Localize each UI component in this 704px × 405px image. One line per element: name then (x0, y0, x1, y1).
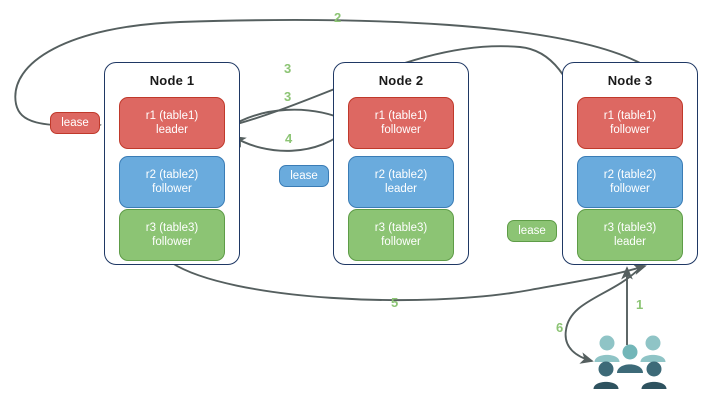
step-label-4: 4 (285, 131, 293, 146)
step-label-3-lower: 3 (284, 89, 292, 104)
replica-name: r3 (table3) (603, 222, 657, 234)
replica-r3[interactable]: r3 (table3) follower (119, 209, 225, 261)
replica-r2[interactable]: r2 (table2) follower (119, 156, 225, 208)
replica-role: leader (614, 236, 646, 248)
step-label-2: 2 (334, 10, 342, 25)
lease-badge-r2[interactable]: lease (279, 165, 329, 187)
node-title: Node 2 (378, 73, 424, 88)
replica-role: follower (152, 183, 192, 195)
node-card-node2[interactable]: Node 2 r1 (table1) follower r2 (table2) … (333, 62, 469, 265)
replica-r3[interactable]: r3 (table3) follower (348, 209, 454, 261)
replica-name: r2 (table2) (374, 169, 428, 181)
replica-r2[interactable]: r2 (table2) follower (577, 156, 683, 208)
replica-name: r1 (table1) (374, 110, 428, 122)
step-label-6: 6 (556, 320, 564, 335)
node-title: Node 3 (607, 73, 653, 88)
replica-name: r2 (table2) (603, 169, 657, 181)
replica-role: leader (156, 124, 188, 136)
node-card-node1[interactable]: Node 1 r1 (table1) leader r2 (table2) fo… (104, 62, 240, 265)
node-title: Node 1 (149, 73, 195, 88)
people-group-icon (593, 335, 667, 389)
replica-name: r3 (table3) (374, 222, 428, 234)
replica-role: leader (385, 183, 417, 195)
lease-label: lease (518, 225, 546, 237)
replica-role: follower (610, 183, 650, 195)
replica-name: r1 (table1) (145, 110, 199, 122)
edge-5 (171, 262, 647, 302)
edge-3-node2 (227, 108, 350, 129)
edge-2 (14, 19, 641, 132)
replica-name: r1 (table1) (603, 110, 657, 122)
replica-name: r2 (table2) (145, 169, 199, 181)
replica-role: follower (381, 236, 421, 248)
replica-r1[interactable]: r1 (table1) follower (577, 97, 683, 149)
step-label-1: 1 (636, 297, 644, 312)
replica-r1[interactable]: r1 (table1) follower (348, 97, 454, 149)
replica-r3[interactable]: r3 (table3) leader (577, 209, 683, 261)
replica-role: follower (381, 124, 421, 136)
lease-badge-r3[interactable]: lease (507, 220, 557, 242)
node-card-node3[interactable]: Node 3 r1 (table1) follower r2 (table2) … (562, 62, 698, 265)
replica-name: r3 (table3) (145, 222, 199, 234)
lease-badge-r1[interactable]: lease (50, 112, 100, 134)
replica-r2[interactable]: r2 (table2) leader (348, 156, 454, 208)
lease-label: lease (290, 170, 318, 182)
replica-role: follower (152, 236, 192, 248)
replica-role: follower (610, 124, 650, 136)
replica-r1[interactable]: r1 (table1) leader (119, 97, 225, 149)
lease-label: lease (61, 117, 89, 129)
step-label-5: 5 (391, 295, 399, 310)
edge-6 (564, 267, 641, 364)
step-label-3-upper: 3 (284, 61, 292, 76)
